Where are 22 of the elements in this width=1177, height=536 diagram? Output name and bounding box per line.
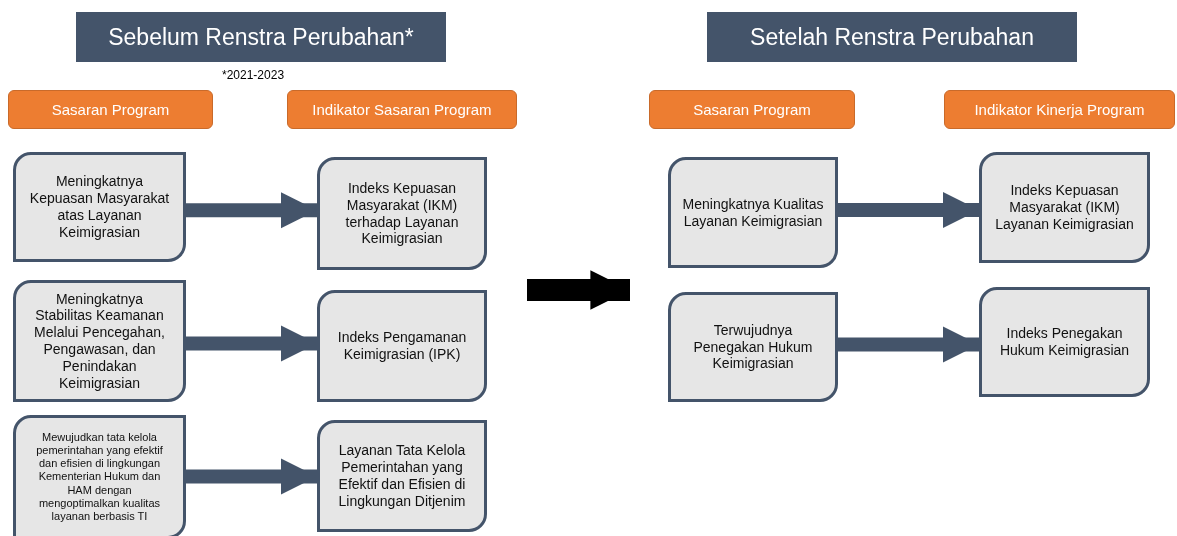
arrow [186, 192, 317, 229]
section-header: Sebelum Renstra Perubahan* [76, 12, 446, 62]
process-box: Mewujudkan tata kelola pemerintahan yang efektif dan efisien di lingkungan Kementerian Hukum dan HAM dengan mengoptimalkan kualitas layanan berbasis TI [13, 415, 186, 536]
process-box: Meningkatnya Stabilitas Keamanan Melalui Pencegahan, Pengawasan, dan Penindakan Keimigrasian [13, 280, 186, 402]
arrow [838, 326, 979, 363]
process-box: Layanan Tata Kelola Pemerintahan yang Efektif dan Efisien di Lingkungan Ditjenim [317, 420, 487, 532]
process-box: Meningkatnya Kepuasan Masyarakat atas Layanan Keimigrasian [13, 152, 186, 262]
column-header: Sasaran Program [8, 90, 213, 129]
process-box: Indeks Pengamanan Keimigrasian (IPK) [317, 290, 487, 402]
column-header: Sasaran Program [649, 90, 855, 129]
column-header: Indikator Sasaran Program [287, 90, 517, 129]
process-box: Indeks Kepuasan Masyarakat (IKM) Layanan Keimigrasian [979, 152, 1150, 263]
column-header: Indikator Kinerja Program [944, 90, 1175, 129]
process-box: Terwujudnya Penegakan Hukum Keimigrasian [668, 292, 838, 402]
arrow [838, 191, 979, 229]
process-box: Meningkatnya Kualitas Layanan Keimigrasian [668, 157, 838, 268]
arrow [186, 325, 317, 362]
section-header: Setelah Renstra Perubahan [707, 12, 1077, 62]
arrow [186, 458, 317, 495]
process-box: Indeks Kepuasan Masyarakat (IKM) terhadap Layanan Keimigrasian [317, 157, 487, 270]
footnote: *2021-2023 [222, 68, 285, 82]
process-box: Indeks Penegakan Hukum Keimigrasian [979, 287, 1150, 397]
